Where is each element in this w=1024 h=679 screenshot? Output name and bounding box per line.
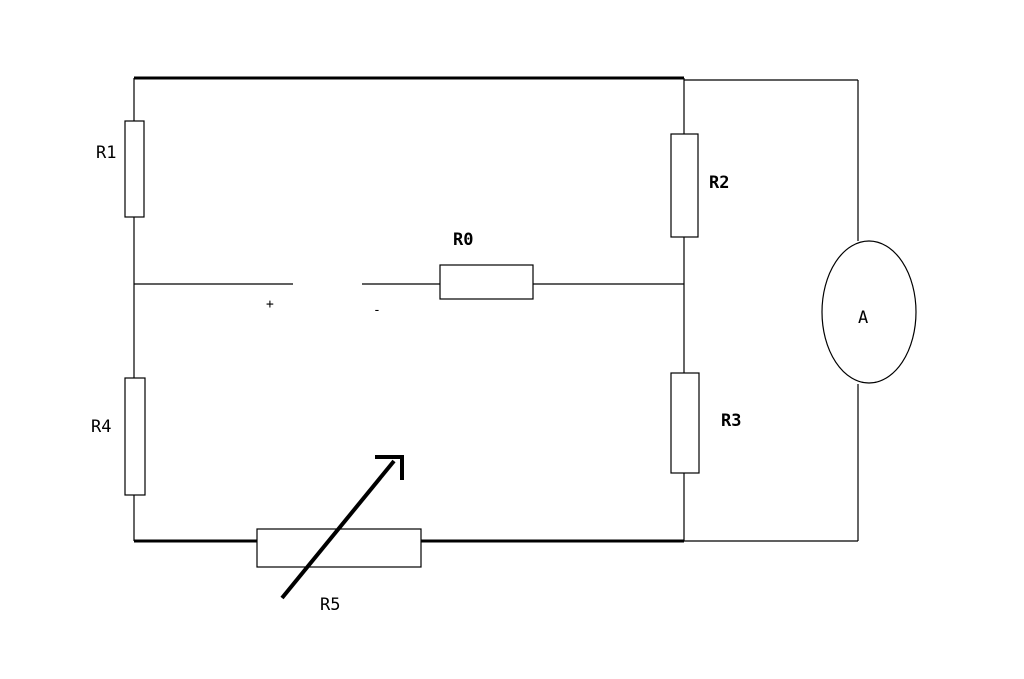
- label-minus: -: [373, 303, 381, 318]
- arrow-head-icon: [375, 455, 404, 480]
- resistor-r3: [670, 372, 700, 474]
- label-r4: R4: [91, 417, 111, 437]
- label-r2: R2: [709, 173, 729, 193]
- label-ammeter: A: [858, 308, 868, 328]
- ammeter-circle: [821, 240, 917, 384]
- label-r1: R1: [96, 143, 116, 163]
- variable-arrow-icon: [280, 459, 396, 600]
- label-r3: R3: [721, 411, 741, 431]
- resistor-r2: [670, 133, 699, 238]
- resistor-r0: [439, 264, 534, 300]
- label-plus: +: [266, 297, 274, 312]
- label-r5: R5: [320, 595, 340, 615]
- resistor-r1: [124, 120, 145, 218]
- resistor-r5: [256, 528, 422, 568]
- resistor-r4: [124, 377, 146, 496]
- label-r0: R0: [453, 230, 473, 250]
